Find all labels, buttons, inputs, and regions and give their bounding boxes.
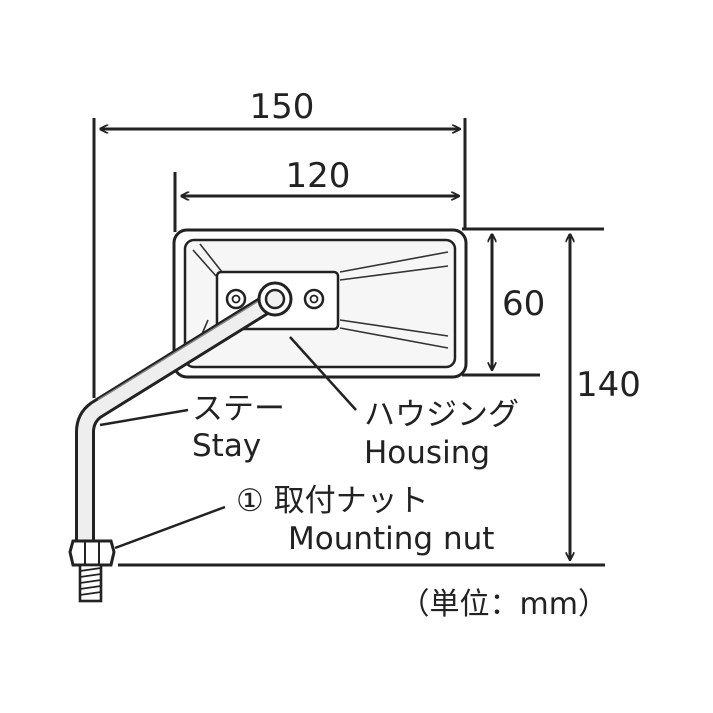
leader-housing [289,336,357,411]
stay-ball-joint-inner [264,288,286,310]
stay-label-jp: ステー [192,391,285,427]
unit-note: （単位：mm） [400,587,608,622]
leader-lines [99,336,357,550]
mounting-nut-assembly [68,539,116,603]
mount-bolt-right-hole [309,294,319,304]
extension-lines [92,118,605,567]
leader-nut [114,505,226,550]
dim-label-150: 150 [250,87,315,127]
dimension-arrows [100,129,570,560]
stay-label-en: Stay [192,428,261,464]
nut-label-en: Mounting nut [288,521,494,557]
housing-label-jp: ハウジング [364,397,519,433]
leader-stay [99,408,189,427]
mirror-housing [172,228,468,379]
dim-label-140: 140 [576,365,641,405]
housing-label-en: Housing [364,435,490,471]
nut-label-jp: ① 取付ナット [236,483,429,519]
dim-label-120: 120 [286,156,351,196]
mounting-nut [68,539,116,567]
dim-label-60: 60 [502,284,545,324]
mount-bolt-left-hole [231,294,241,304]
stay-arm [75,281,293,545]
